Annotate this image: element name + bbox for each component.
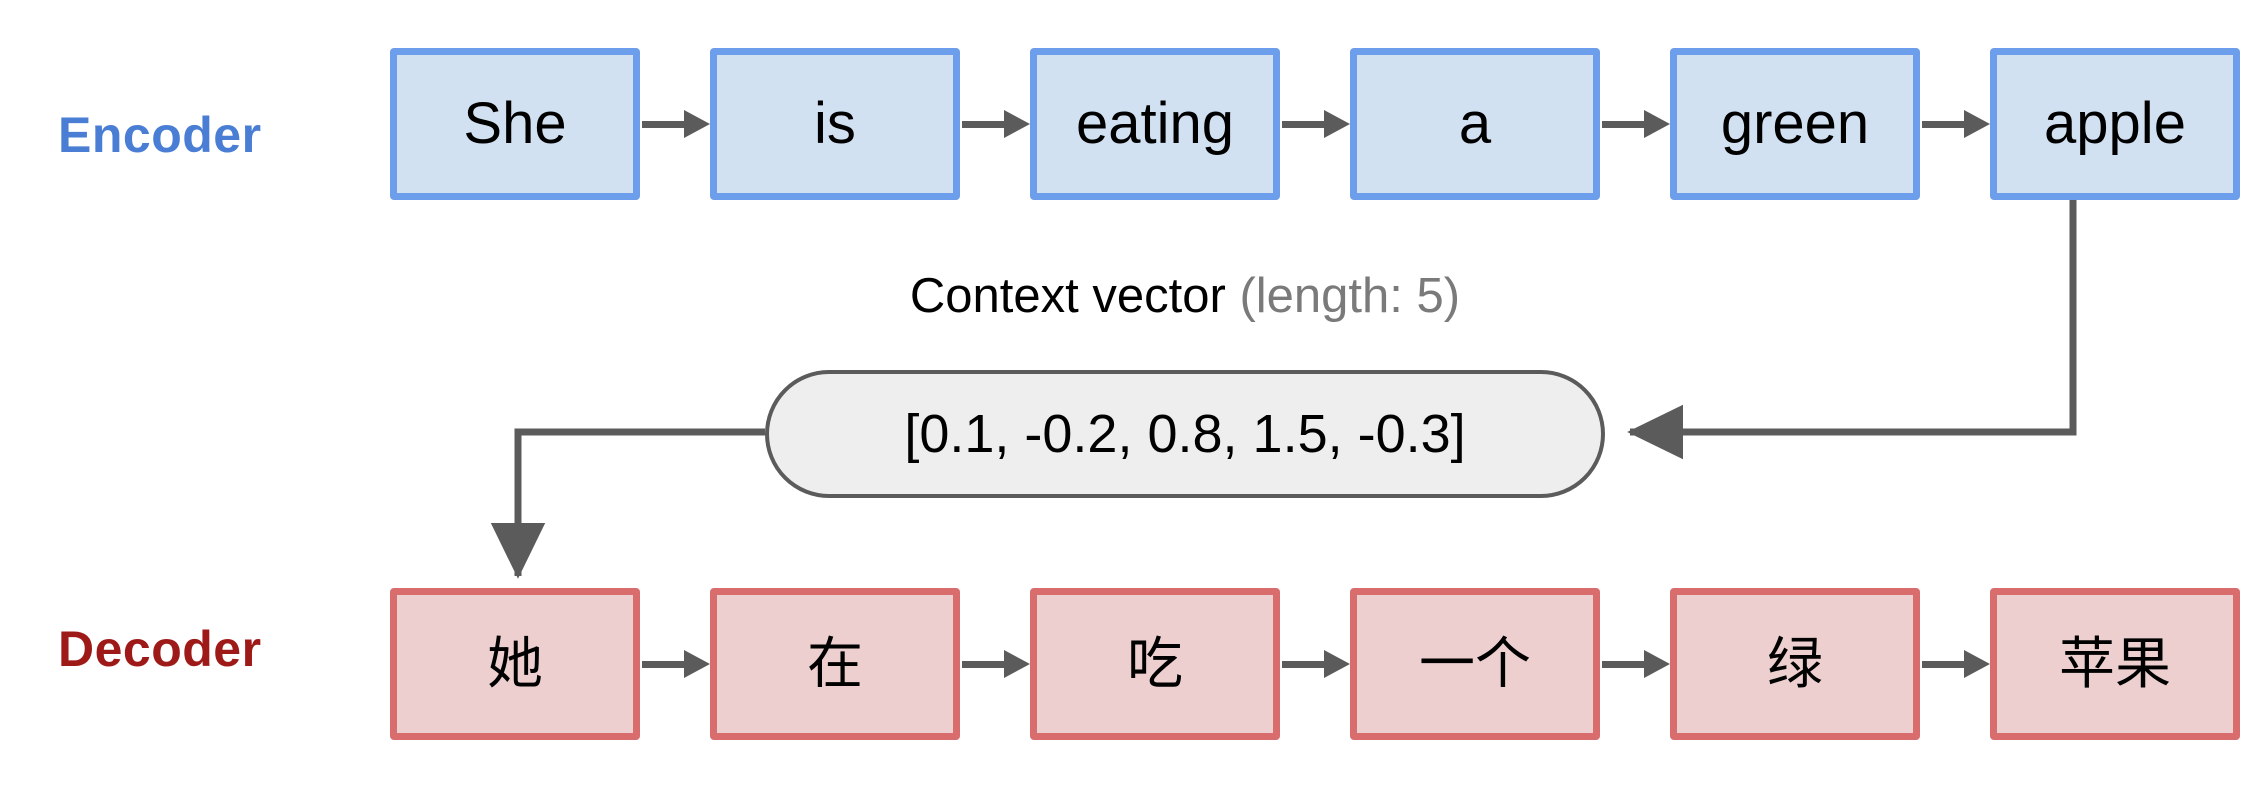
encoder-token-box[interactable]: is <box>710 48 960 200</box>
encoder-token-row: She is eating a green apple <box>390 48 2240 200</box>
decoder-token-box[interactable]: 一个 <box>1350 588 1600 740</box>
context-vector-values: [0.1, -0.2, 0.8, 1.5, -0.3] <box>904 404 1466 464</box>
context-to-decoder-connector <box>490 428 765 579</box>
decoder-token-box[interactable]: 在 <box>710 588 960 740</box>
encoder-row-label: Encoder <box>58 107 262 163</box>
decoder-chain-arrow-icon <box>960 650 1030 678</box>
context-vector-caption-main: Context vector <box>909 269 1226 323</box>
decoder-token-row: 她 在 吃 一个 绿 苹果 <box>390 588 2240 740</box>
decoder-token-box[interactable]: 苹果 <box>1990 588 2240 740</box>
encoder-chain-arrow-icon <box>1920 110 1990 138</box>
decoder-chain-arrow-icon <box>1920 650 1990 678</box>
encoder-token-box[interactable]: apple <box>1990 48 2240 200</box>
context-vector-length-note: (length: 5) <box>1239 269 1461 323</box>
encoder-chain-arrow-icon <box>640 110 710 138</box>
decoder-token-box[interactable]: 她 <box>390 588 640 740</box>
decoder-token-box[interactable]: 吃 <box>1030 588 1280 740</box>
encoder-token-box[interactable]: She <box>390 48 640 200</box>
decoder-chain-arrow-icon <box>1600 650 1670 678</box>
decoder-row-label: Decoder <box>58 621 262 677</box>
decoder-chain-arrow-icon <box>640 650 710 678</box>
encoder-token-box[interactable]: a <box>1350 48 1600 200</box>
encoder-chain-arrow-icon <box>1280 110 1350 138</box>
context-vector-pill[interactable]: [0.1, -0.2, 0.8, 1.5, -0.3] <box>765 370 1605 498</box>
encoder-token-box[interactable]: green <box>1670 48 1920 200</box>
encoder-chain-arrow-icon <box>1600 110 1670 138</box>
decoder-chain-arrow-icon <box>1280 650 1350 678</box>
encoder-chain-arrow-icon <box>960 110 1030 138</box>
context-vector-caption: Context vector (length: 5) <box>765 268 1605 324</box>
encoder-to-context-connector <box>1627 200 2077 460</box>
decoder-token-box[interactable]: 绿 <box>1670 588 1920 740</box>
encoder-token-box[interactable]: eating <box>1030 48 1280 200</box>
